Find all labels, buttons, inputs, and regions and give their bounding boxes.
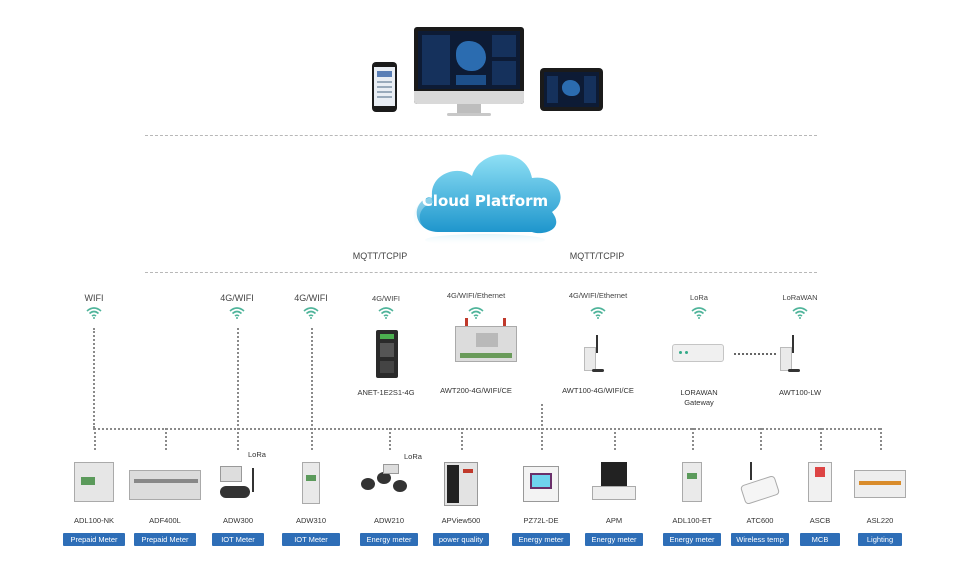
gateway-conn-label: 4G/WIFI/Ethernet bbox=[446, 291, 506, 300]
device-model-label: ADW300 bbox=[222, 516, 253, 525]
lorawan-gateway-device bbox=[672, 344, 724, 362]
awt100-lw-device bbox=[780, 335, 800, 373]
wifi-signal-icon bbox=[378, 306, 394, 319]
device-model-label: ASL220 bbox=[866, 516, 894, 525]
device-category-badge: Prepaid Meter bbox=[134, 533, 196, 546]
protocol-label-left: MQTT/TCPIP bbox=[352, 251, 408, 261]
device-bus-drop bbox=[614, 428, 616, 450]
device-category-badge: Energy meter bbox=[512, 533, 570, 546]
device-model-label: APView500 bbox=[441, 516, 481, 525]
wifi-signal-icon bbox=[468, 306, 484, 319]
device-bus-drop bbox=[820, 428, 822, 450]
lora-tag-adw300: LoRa bbox=[248, 450, 266, 459]
device-category-badge: Energy meter bbox=[360, 533, 418, 546]
device-category-badge: power quality bbox=[433, 533, 489, 546]
smartphone bbox=[372, 62, 397, 112]
device-category-badge: Energy meter bbox=[585, 533, 643, 546]
device-category-badge: MCB bbox=[800, 533, 840, 546]
divider-top bbox=[145, 135, 817, 136]
device-model-label: ATC600 bbox=[746, 516, 774, 525]
cloud-icon bbox=[413, 154, 561, 246]
wifi-signal-icon bbox=[229, 306, 245, 319]
anet-gateway-device bbox=[376, 330, 398, 378]
gateway-conn-label: WIFI bbox=[84, 293, 104, 303]
gateway-conn-label: LoRa bbox=[690, 293, 708, 302]
gateway-conn-label: 4G/WIFI/Ethernet bbox=[568, 291, 628, 300]
lora-link-line bbox=[734, 353, 776, 355]
gateway-conn-label: 4G/WIFI bbox=[220, 293, 254, 303]
device-category-badge: Wireless temp bbox=[731, 533, 789, 546]
wifi-signal-icon bbox=[691, 306, 707, 319]
cloud-platform-title: Cloud Platform bbox=[421, 192, 549, 210]
wifi-signal-icon bbox=[590, 306, 606, 319]
device-model-label: APM bbox=[605, 516, 623, 525]
device-bus-drop bbox=[94, 428, 96, 450]
device-model-label: ADW310 bbox=[295, 516, 326, 525]
device-category-badge: Lighting bbox=[858, 533, 902, 546]
monitor-stand bbox=[457, 104, 481, 114]
bus-drop-awt bbox=[541, 404, 543, 450]
divider-middle bbox=[145, 272, 817, 273]
device-bus-drop bbox=[461, 428, 463, 450]
gateway-model-label: ANET-1E2S1-4G bbox=[357, 388, 415, 397]
protocol-label-right: MQTT/TCPIP bbox=[569, 251, 625, 261]
device-model-label: ASCB bbox=[809, 516, 831, 525]
gateway-model-label: AWT100-LW bbox=[778, 388, 822, 397]
bus-drop-gw3 bbox=[311, 328, 313, 450]
gateway-conn-label: LoRaWAN bbox=[782, 293, 818, 302]
device-model-label: PZ72L-DE bbox=[523, 516, 559, 525]
bus-drop-gw1 bbox=[93, 328, 95, 428]
device-category-badge: IOT Meter bbox=[212, 533, 264, 546]
awt200-gateway-device bbox=[455, 318, 517, 364]
field-bus-line bbox=[93, 428, 880, 430]
device-model-label: ADW210 bbox=[373, 516, 404, 525]
awt100-gateway-device bbox=[584, 335, 604, 373]
bus-drop-gw2 bbox=[237, 328, 239, 450]
gateway-model-label: AWT100-4G/WIFI/CE bbox=[562, 386, 634, 395]
client-devices bbox=[0, 0, 960, 130]
gateway-model-label: AWT200-4G/WIFI/CE bbox=[440, 386, 512, 395]
gateway-conn-label: 4G/WIFI bbox=[372, 294, 400, 303]
wifi-signal-icon bbox=[303, 306, 319, 319]
tablet bbox=[540, 68, 603, 111]
wifi-signal-icon bbox=[86, 306, 102, 319]
device-category-badge: IOT Meter bbox=[282, 533, 340, 546]
device-bus-drop bbox=[760, 428, 762, 450]
gateway-conn-label: 4G/WIFI bbox=[294, 293, 328, 303]
device-model-label: ADL100-ET bbox=[672, 516, 712, 525]
device-category-badge: Energy meter bbox=[663, 533, 721, 546]
wifi-signal-icon bbox=[792, 306, 808, 319]
device-bus-drop bbox=[389, 428, 391, 450]
gateway-model-label: LORAWAN Gateway bbox=[680, 388, 718, 407]
device-bus-drop bbox=[692, 428, 694, 450]
device-bus-drop bbox=[165, 428, 167, 450]
device-model-label: ADL100-NK bbox=[73, 516, 115, 525]
device-bus-drop bbox=[880, 428, 882, 450]
desktop-monitor bbox=[414, 27, 524, 104]
device-model-label: ADF400L bbox=[149, 516, 181, 525]
lora-tag-adw210: LoRa bbox=[404, 452, 422, 461]
device-category-badge: Prepaid Meter bbox=[63, 533, 125, 546]
